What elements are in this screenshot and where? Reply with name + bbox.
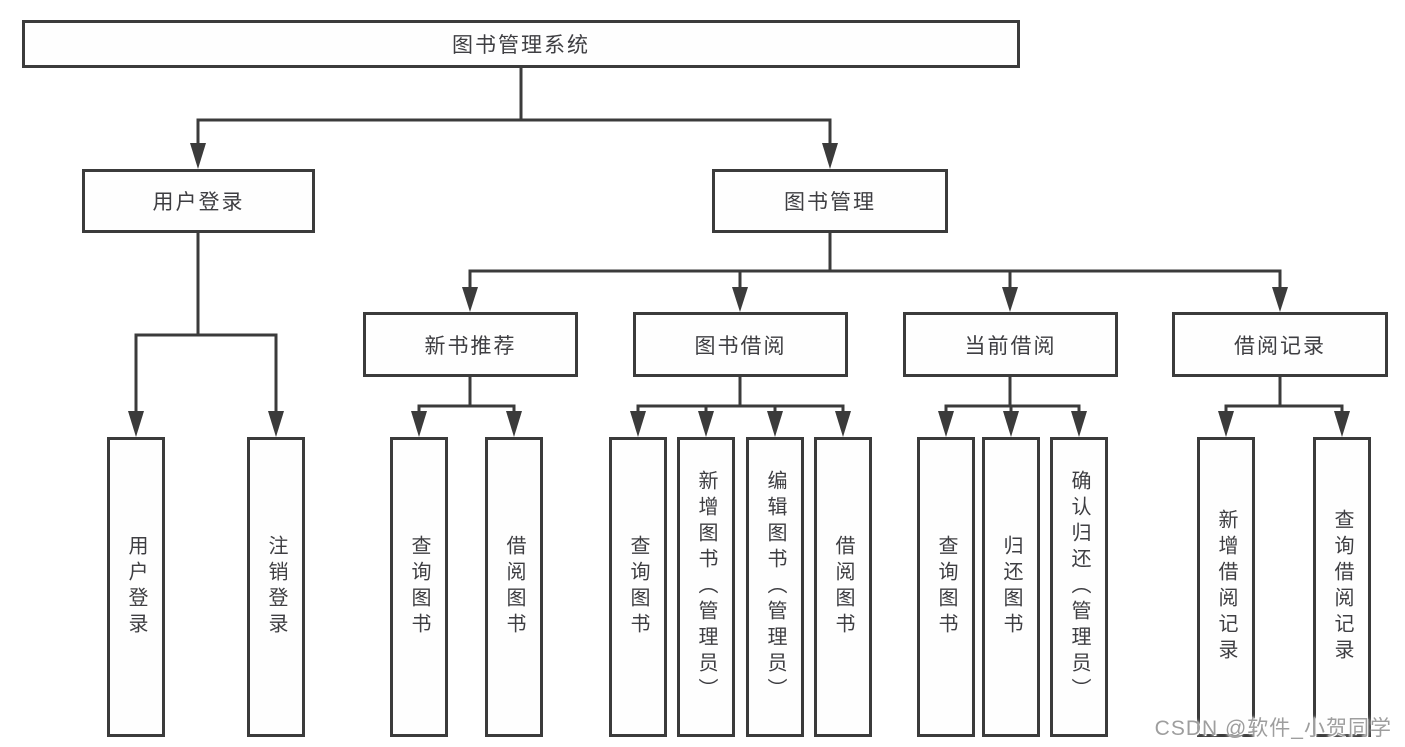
node-book-borrow-label: 图书借阅 [694, 334, 787, 358]
connector-userlogin-to-leaves [134, 231, 278, 413]
leaf-return-book: 归还图书 [982, 437, 1040, 737]
leaf-query-borrow-record: 查询借阅记录 [1313, 437, 1371, 737]
leaf-edit-book-admin-label: 编辑图书（管理员） [764, 470, 786, 704]
node-root-system: 图书管理系统 [22, 20, 1020, 68]
node-book-management: 图书管理 [712, 169, 948, 233]
node-borrow-record-label: 借阅记录 [1234, 334, 1326, 358]
leaf-user-login: 用户登录 [107, 437, 165, 737]
arrowheads [128, 143, 1350, 437]
leaf-edit-book-admin: 编辑图书（管理员） [746, 437, 804, 737]
node-book-management-label: 图书管理 [784, 191, 876, 214]
leaf-add-book-admin-label: 新增图书（管理员） [695, 470, 717, 704]
node-book-borrow: 图书借阅 [633, 312, 848, 377]
node-borrow-record: 借阅记录 [1172, 312, 1388, 377]
leaf-query-books-borrow: 查询图书 [609, 437, 667, 737]
leaf-borrow-books-newbook-label: 借阅图书 [503, 535, 525, 639]
node-current-borrow: 当前借阅 [903, 312, 1118, 377]
node-root-system-label: 图书管理系统 [452, 34, 590, 57]
connector-bookborrow-to-leaves [636, 375, 845, 414]
leaf-borrow-books-borrow-label: 借阅图书 [832, 535, 854, 639]
leaf-query-books-current: 查询图书 [917, 437, 975, 737]
connector-root-to-level2 [196, 66, 832, 145]
leaf-query-books-current-label: 查询图书 [935, 535, 957, 639]
leaf-query-books-newbook: 查询图书 [390, 437, 448, 737]
leaf-user-login-label: 用户登录 [125, 535, 147, 639]
leaf-borrow-books-borrow: 借阅图书 [814, 437, 872, 737]
connector-currentborrow-to-leaves [944, 375, 1081, 414]
leaf-logout: 注销登录 [247, 437, 305, 737]
leaf-query-books-newbook-label: 查询图书 [408, 535, 430, 639]
connector-newbook-to-leaves [417, 375, 516, 414]
leaf-return-book-label: 归还图书 [1000, 535, 1022, 639]
node-new-book-recommend: 新书推荐 [363, 312, 578, 377]
leaf-borrow-books-newbook: 借阅图书 [485, 437, 543, 737]
csdn-watermark: CSDN @软件_小贺同学 [1154, 717, 1392, 740]
leaf-add-borrow-record: 新增借阅记录 [1197, 437, 1255, 737]
node-user-login-label: 用户登录 [152, 191, 245, 214]
node-user-login: 用户登录 [82, 169, 315, 233]
node-new-book-recommend-label: 新书推荐 [424, 334, 517, 358]
node-current-borrow-label: 当前借阅 [964, 334, 1057, 358]
leaf-query-borrow-record-label: 查询借阅记录 [1331, 509, 1353, 665]
connector-bookmgmt-to-level3 [468, 231, 1282, 289]
connector-borrowrecord-to-leaves [1224, 375, 1344, 414]
leaf-confirm-return-admin-label: 确认归还（管理员） [1068, 470, 1090, 704]
leaf-logout-label: 注销登录 [265, 535, 287, 639]
leaf-confirm-return-admin: 确认归还（管理员） [1050, 437, 1108, 737]
leaf-query-books-borrow-label: 查询图书 [627, 535, 649, 639]
leaf-add-book-admin: 新增图书（管理员） [677, 437, 735, 737]
leaf-add-borrow-record-label: 新增借阅记录 [1215, 509, 1237, 665]
